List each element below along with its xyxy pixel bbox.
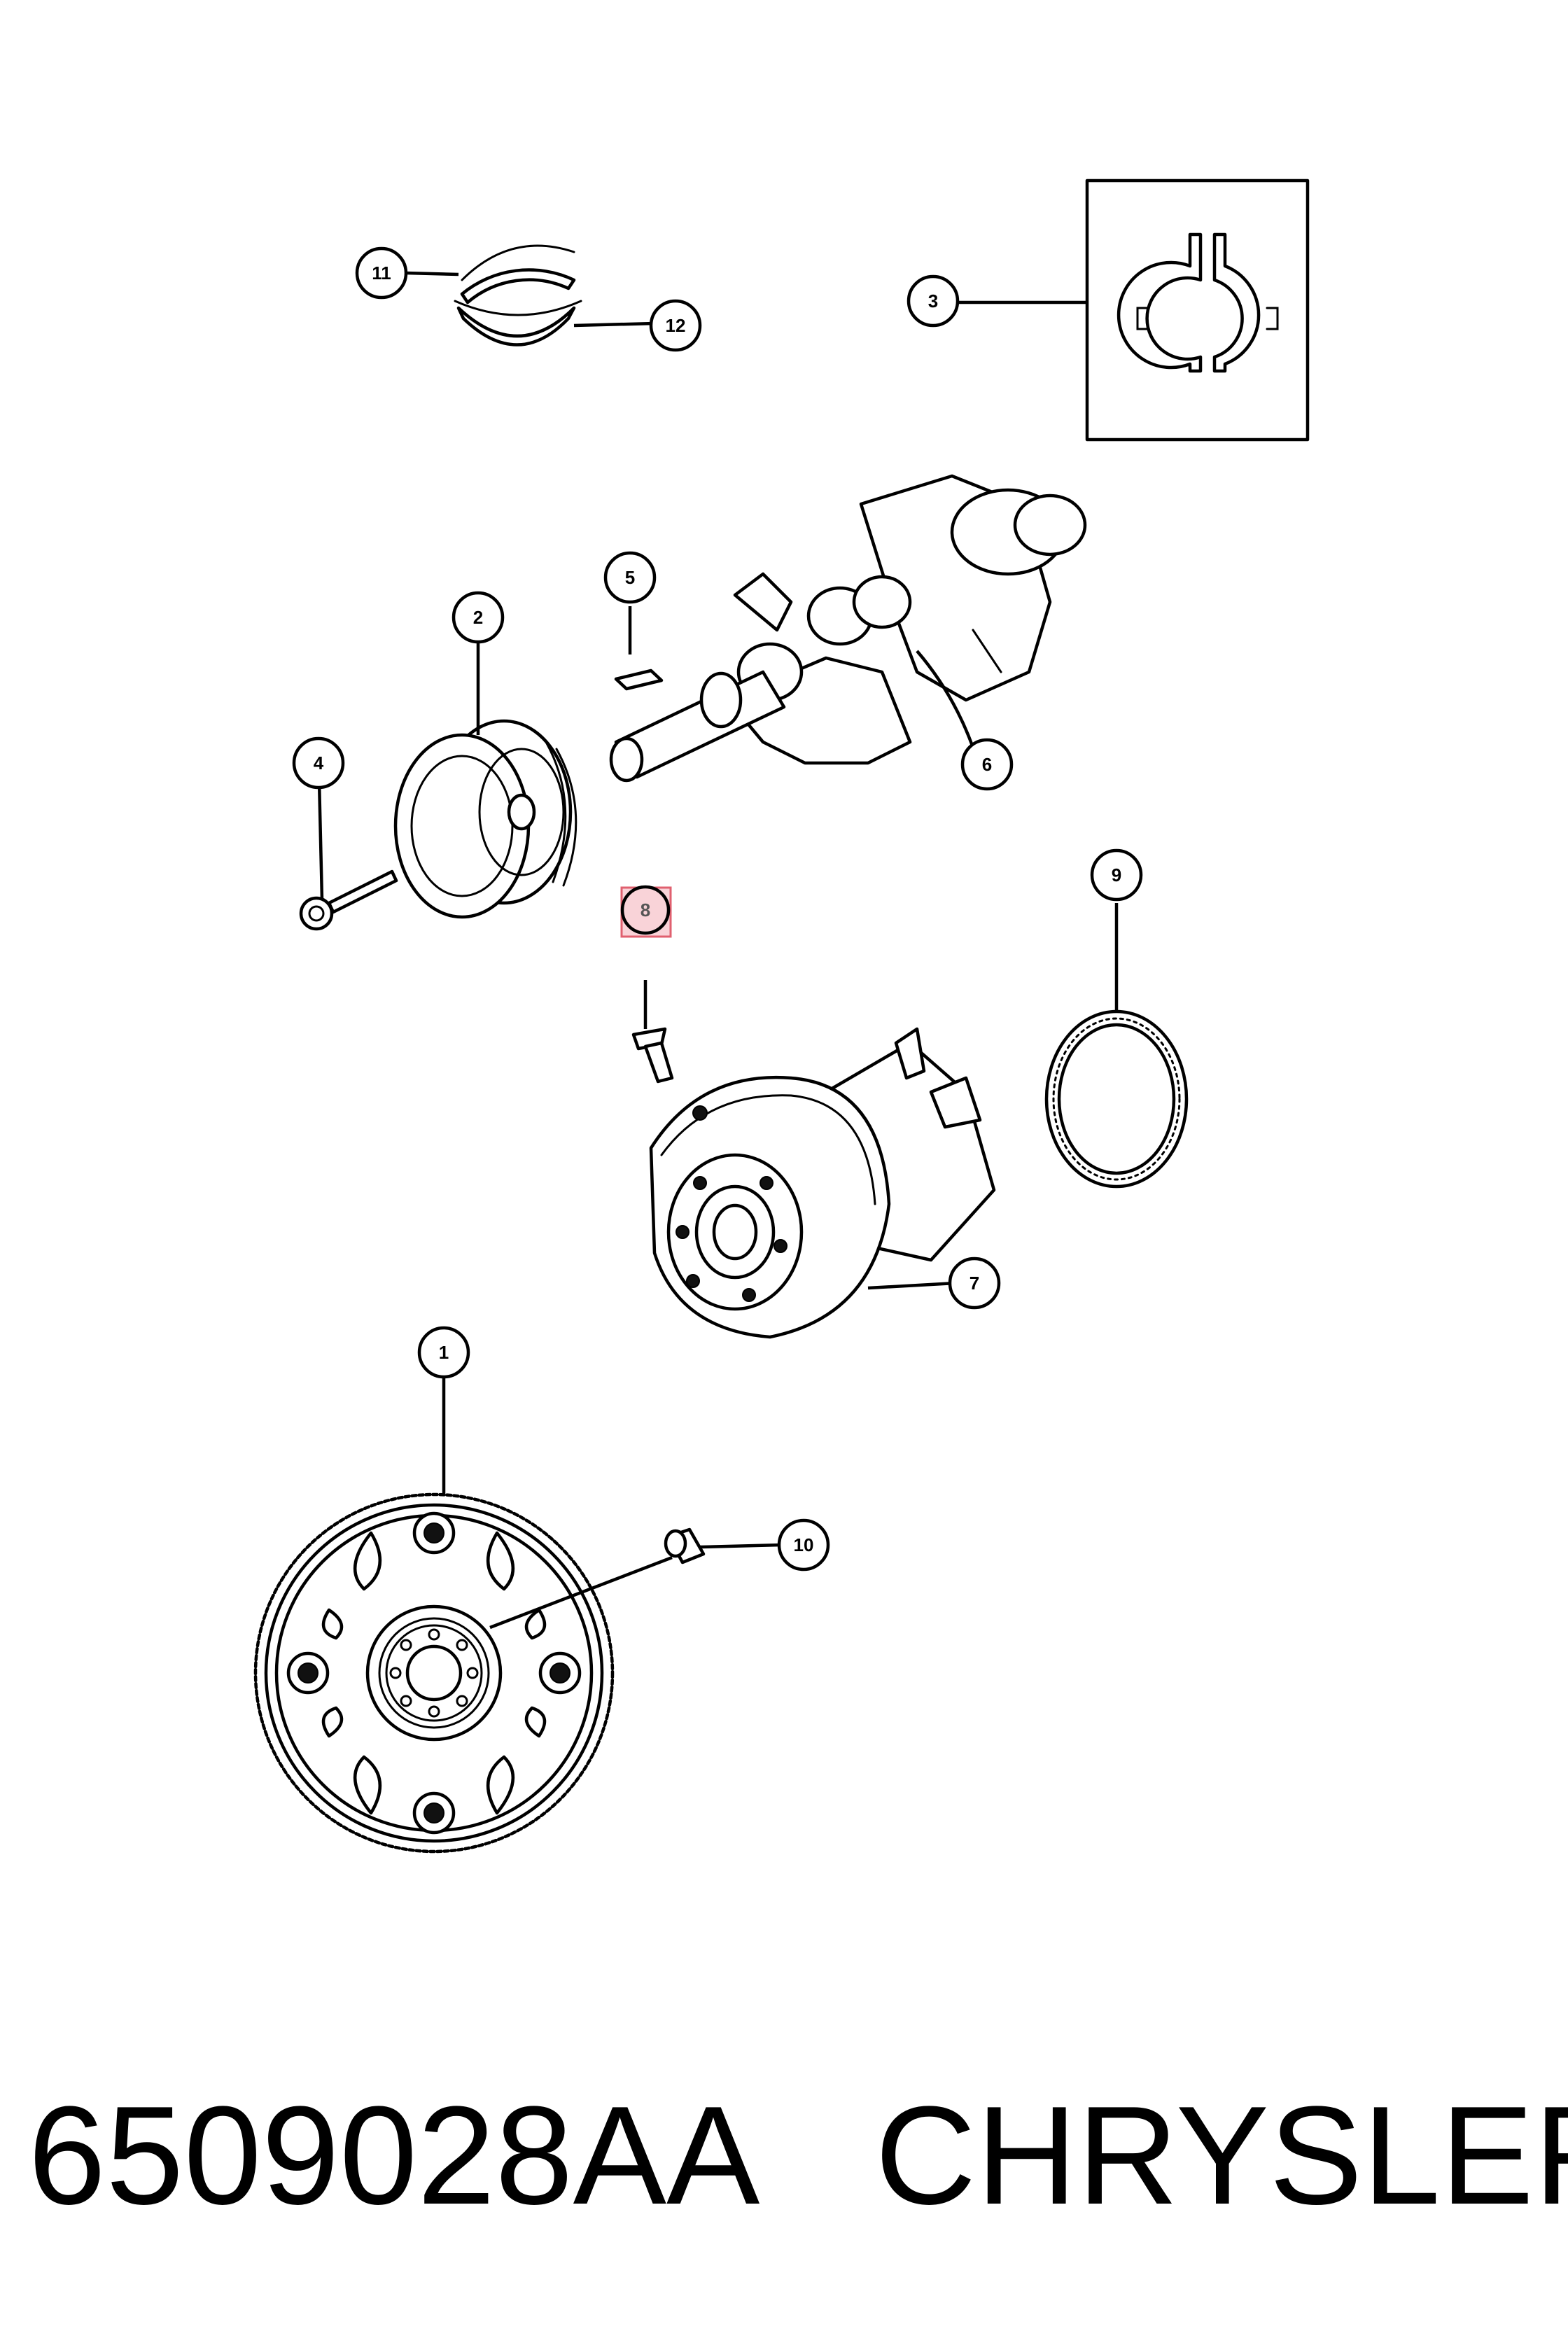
main-bearing-box: [1085, 178, 1310, 442]
callout-6[interactable]: 6: [960, 738, 1014, 791]
callout-7-label: 7: [969, 1273, 979, 1294]
crankshaft-key: [614, 668, 664, 691]
callout-11[interactable]: 11: [355, 246, 408, 300]
rear-main-seal: [1044, 1009, 1189, 1189]
callout-6-label: 6: [982, 754, 992, 775]
callout-9[interactable]: 9: [1090, 848, 1143, 902]
callout-2[interactable]: 2: [451, 591, 505, 644]
callout-11-label: 11: [372, 262, 391, 284]
crankshaft: [609, 474, 1087, 783]
callout-1-label: 1: [439, 1342, 449, 1363]
callout-2-label: 2: [473, 607, 483, 628]
vibration-damper: [393, 719, 578, 919]
callout-12-label: 12: [666, 315, 686, 336]
callout-10[interactable]: 10: [777, 1518, 830, 1572]
crankshaft-tone-wheel-assembly: [649, 1027, 996, 1339]
callout-8-label: 8: [640, 899, 650, 920]
brand-caption: CHRYSLER: [875, 2078, 1568, 2234]
callout-3[interactable]: 3: [906, 274, 960, 328]
callout-4[interactable]: 4: [292, 736, 345, 790]
thrust-bearing-halves: [454, 244, 582, 346]
damper-bolt: [299, 869, 398, 931]
callout-9-label: 9: [1112, 864, 1121, 886]
callout-4-label: 4: [314, 752, 324, 774]
callout-10-label: 10: [794, 1534, 814, 1555]
callout-7[interactable]: 7: [948, 1256, 1001, 1310]
callout-5[interactable]: 5: [603, 551, 657, 604]
dowel-pin: [631, 1027, 674, 1084]
callout-8[interactable]: 8: [620, 885, 671, 935]
flex-plate-bolt: [664, 1527, 706, 1564]
callout-1[interactable]: 1: [417, 1326, 470, 1379]
callout-5-label: 5: [625, 567, 635, 588]
callout-3-label: 3: [928, 290, 938, 312]
flex-plate: [253, 1492, 615, 1854]
callout-12[interactable]: 12: [649, 299, 702, 352]
leader-lines: [317, 271, 1119, 1630]
part-number-caption: 6509028AA: [28, 2078, 760, 2234]
